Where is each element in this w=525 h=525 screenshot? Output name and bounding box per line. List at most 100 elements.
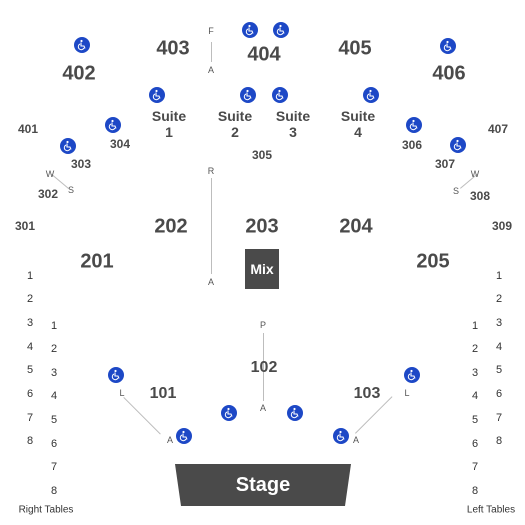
section-204[interactable]: 204: [339, 215, 373, 238]
suite-2[interactable]: Suite 2: [218, 108, 252, 140]
row-label-f: F: [208, 26, 214, 36]
section-405[interactable]: 405: [338, 37, 372, 60]
aisle-line-main: [211, 178, 212, 274]
section-202[interactable]: 202: [154, 215, 188, 238]
section-303[interactable]: 303: [70, 157, 92, 171]
stage: Stage: [175, 464, 351, 506]
left-tables-label: Left Tables: [466, 504, 516, 516]
table-number[interactable]: 6: [26, 388, 34, 400]
table-number[interactable]: 5: [495, 364, 503, 376]
table-number[interactable]: 4: [495, 341, 503, 353]
section-201[interactable]: 201: [80, 250, 114, 273]
section-101[interactable]: 101: [149, 385, 177, 402]
section-103[interactable]: 103: [353, 385, 381, 402]
section-302[interactable]: 302: [37, 187, 59, 201]
table-number[interactable]: 1: [495, 270, 503, 282]
wheelchair-icon: [363, 87, 379, 103]
table-number[interactable]: 8: [50, 485, 58, 497]
section-203[interactable]: 203: [245, 215, 279, 238]
suite-1-name: Suite: [151, 108, 187, 124]
table-number[interactable]: 7: [26, 412, 34, 424]
stage-shape: [175, 464, 351, 506]
table-number[interactable]: 8: [495, 435, 503, 447]
table-number[interactable]: 5: [50, 414, 58, 426]
wheelchair-icon: [149, 87, 165, 103]
table-number[interactable]: 1: [26, 270, 34, 282]
table-number[interactable]: 8: [471, 485, 479, 497]
table-number[interactable]: 4: [26, 341, 34, 353]
section-102[interactable]: 102: [250, 359, 278, 376]
wheelchair-icon: [333, 428, 349, 444]
section-403[interactable]: 403: [156, 37, 190, 60]
table-number[interactable]: 3: [50, 367, 58, 379]
wheelchair-icon: [240, 87, 256, 103]
stage-label: Stage: [235, 473, 291, 496]
section-309[interactable]: 309: [491, 219, 513, 233]
table-number[interactable]: 5: [26, 364, 34, 376]
aisle-line-center: [263, 333, 264, 401]
table-number[interactable]: 6: [495, 388, 503, 400]
table-number[interactable]: 8: [26, 435, 34, 447]
suite-4[interactable]: Suite 4: [341, 108, 375, 140]
table-number[interactable]: 7: [471, 461, 479, 473]
table-number[interactable]: 2: [495, 293, 503, 305]
row-label-a: A: [259, 403, 267, 413]
row-label-a: A: [207, 277, 215, 287]
table-number[interactable]: 6: [50, 438, 58, 450]
section-205[interactable]: 205: [416, 250, 450, 273]
suite-4-name: Suite: [340, 108, 376, 124]
suite-4-number: 4: [354, 124, 362, 140]
section-307[interactable]: 307: [434, 157, 456, 171]
right-tables-label: Right Tables: [18, 504, 74, 516]
table-number[interactable]: 1: [471, 320, 479, 332]
table-number[interactable]: 3: [495, 317, 503, 329]
table-number[interactable]: 3: [471, 367, 479, 379]
table-number[interactable]: 3: [26, 317, 34, 329]
row-label-s: S: [452, 186, 460, 196]
section-306[interactable]: 306: [401, 138, 423, 152]
wheelchair-icon: [272, 87, 288, 103]
section-304[interactable]: 304: [109, 137, 131, 151]
wheelchair-icon: [287, 405, 303, 421]
wheelchair-icon: [176, 428, 192, 444]
section-404[interactable]: 404: [247, 43, 281, 66]
section-407[interactable]: 407: [487, 122, 509, 136]
row-label-a: A: [352, 435, 360, 445]
section-305[interactable]: 305: [251, 148, 273, 162]
table-number[interactable]: 2: [26, 293, 34, 305]
table-number[interactable]: 5: [471, 414, 479, 426]
aisle-line-upper: [211, 42, 212, 62]
row-label-r: R: [207, 166, 215, 176]
section-308[interactable]: 308: [469, 189, 491, 203]
row-label-p: P: [259, 320, 267, 330]
table-number[interactable]: 2: [471, 343, 479, 355]
wheelchair-icon: [450, 137, 466, 153]
wheelchair-icon: [108, 367, 124, 383]
wheelchair-icon: [404, 367, 420, 383]
table-number[interactable]: 4: [50, 390, 58, 402]
mix-position: Mix: [245, 249, 279, 289]
table-number[interactable]: 1: [50, 320, 58, 332]
row-label-l: L: [119, 388, 125, 398]
table-number[interactable]: 4: [471, 390, 479, 402]
wheelchair-icon: [105, 117, 121, 133]
suite-1[interactable]: Suite 1: [152, 108, 186, 140]
suite-3[interactable]: Suite 3: [276, 108, 310, 140]
wheelchair-icon: [242, 22, 258, 38]
wheelchair-icon: [60, 138, 76, 154]
row-label-w: W: [45, 169, 55, 179]
wheelchair-icon: [74, 37, 90, 53]
mix-label: Mix: [250, 261, 274, 277]
table-number[interactable]: 2: [50, 343, 58, 355]
section-406[interactable]: 406: [432, 62, 466, 85]
table-number[interactable]: 7: [495, 412, 503, 424]
row-label-a: A: [166, 435, 174, 445]
section-301[interactable]: 301: [14, 219, 36, 233]
table-number[interactable]: 7: [50, 461, 58, 473]
section-401[interactable]: 401: [17, 122, 39, 136]
table-number[interactable]: 6: [471, 438, 479, 450]
wheelchair-icon: [440, 38, 456, 54]
suite-2-name: Suite: [217, 108, 253, 124]
wheelchair-icon: [221, 405, 237, 421]
section-402[interactable]: 402: [62, 62, 96, 85]
